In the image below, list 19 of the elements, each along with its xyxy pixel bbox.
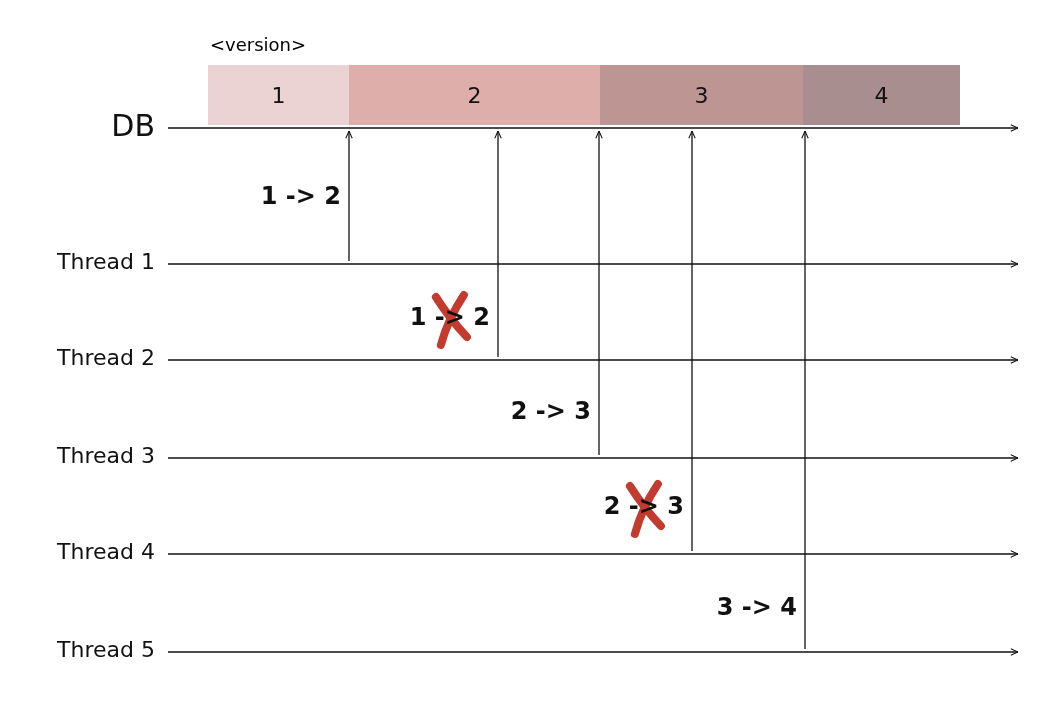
timeline-label: Thread 2 xyxy=(57,345,155,371)
timeline-label: Thread 1 xyxy=(57,249,155,275)
edge-label: 2 -> 3 xyxy=(510,397,591,425)
arrow xyxy=(345,130,353,262)
arrow xyxy=(801,130,809,650)
timeline-label: Thread 4 xyxy=(57,539,155,565)
arrow xyxy=(595,130,603,456)
version-segment: 4 xyxy=(803,65,960,125)
timeline-label: DB xyxy=(111,109,155,143)
axis-label: <version> xyxy=(210,34,307,55)
edge-label: 1 -> 2 xyxy=(260,182,341,210)
arrow xyxy=(688,130,696,552)
arrow xyxy=(494,130,502,358)
version-segment: 1 xyxy=(208,65,349,125)
version-segment: 2 xyxy=(349,65,600,125)
version-segment: 3 xyxy=(600,65,803,125)
timeline-label: Thread 5 xyxy=(57,637,155,663)
timeline-label: Thread 3 xyxy=(57,443,155,469)
edge-label: 3 -> 4 xyxy=(716,593,797,621)
